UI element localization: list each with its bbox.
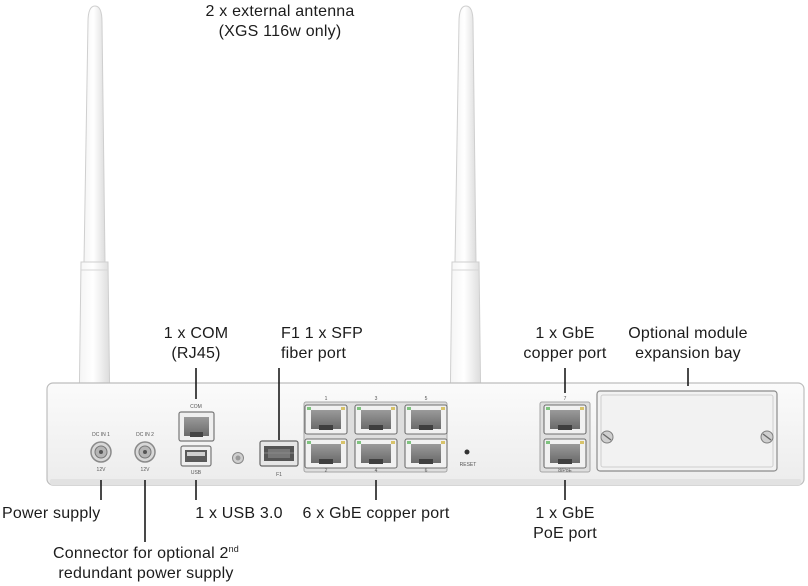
com-mark: COM [190,404,202,410]
f1-mark: F1 [276,472,282,478]
redundant-power-label-line2: redundant power supply [58,565,234,582]
poe-label: 1 x GbE PoE port [515,504,615,544]
module-bay-label-line1: Optional module [628,325,748,342]
port-8-poe-mark: 8/PoE [558,468,572,474]
antenna-label-line1: 2 x external antenna [205,3,355,20]
port-7-mark: 7 [564,396,567,402]
gbe-copper-label-line1: 1 x GbE [535,325,595,342]
rj45-port-7 [543,404,587,435]
rj45-port-6 [404,438,448,469]
com-label-line2: (RJ45) [171,345,221,362]
port-5-mark: 5 [425,396,428,402]
bay-screw-left [600,430,614,444]
sfp-label: F1 1 x SFP fiber port [281,324,363,364]
port-3-mark: 3 [375,396,378,402]
usb-port [180,445,212,467]
ground-screw [232,452,244,464]
sfp-port [259,440,299,467]
port-2-mark: 2 [325,468,328,474]
leader-lines [100,368,689,542]
dc-in-2-connector [134,441,156,463]
module-bay-label-line2: expansion bay [635,345,741,362]
bay-screw-right [760,430,774,444]
poe-label-line2: PoE port [533,525,597,542]
port-6-mark: 6 [425,468,428,474]
dc-in-1-connector [90,441,112,463]
redundant-superscript: nd [228,544,239,554]
redundant-power-label-line1: Connector for optional 2nd [26,544,266,564]
redundant-line1-text: Connector for optional 2 [53,545,229,562]
redundant-power-label: Connector for optional 2nd redundant pow… [26,544,266,584]
sfp-label-line2: fiber port [281,345,347,362]
right-antenna [449,5,482,419]
port-4-mark: 4 [375,468,378,474]
rj45-port-3 [354,404,398,435]
reset-button [464,449,470,455]
gbe-copper-label-line2: copper port [523,345,607,362]
reset-mark: RESET [460,462,477,468]
antenna-label: 2 x external antenna (XGS 116w only) [175,2,385,42]
usb-label: 1 x USB 3.0 [195,505,283,522]
rj45-port-1 [304,404,348,435]
left-antenna [78,5,111,419]
rj45-port-4 [354,438,398,469]
rj45-port-8-poe [543,438,587,469]
sfp-label-line1: F1 1 x SFP [281,325,364,342]
dc-in-1-mark: DC IN 1 [92,432,110,438]
gbe-6-label: 6 x GbE copper port [302,505,450,522]
module-bay-label: Optional module expansion bay [608,324,768,364]
com-label-line1: 1 x COM [163,325,229,342]
rj45-port-5 [404,404,448,435]
gbe-copper-label: 1 x GbE copper port [500,324,630,364]
expansion-bay [596,390,778,472]
usb-mark: USB [191,470,202,476]
rj45-port-2 [304,438,348,469]
com-port [178,411,215,442]
port-1-mark: 1 [325,396,328,402]
antenna-label-line2: (XGS 116w only) [218,23,342,40]
v12-mark-2: 12V [141,467,151,473]
dc-in-2-mark: DC IN 2 [136,432,154,438]
power-supply-label: Power supply [2,505,101,522]
poe-label-line1: 1 x GbE [535,505,595,522]
com-label: 1 x COM (RJ45) [126,324,266,364]
v12-mark-1: 12V [97,467,107,473]
